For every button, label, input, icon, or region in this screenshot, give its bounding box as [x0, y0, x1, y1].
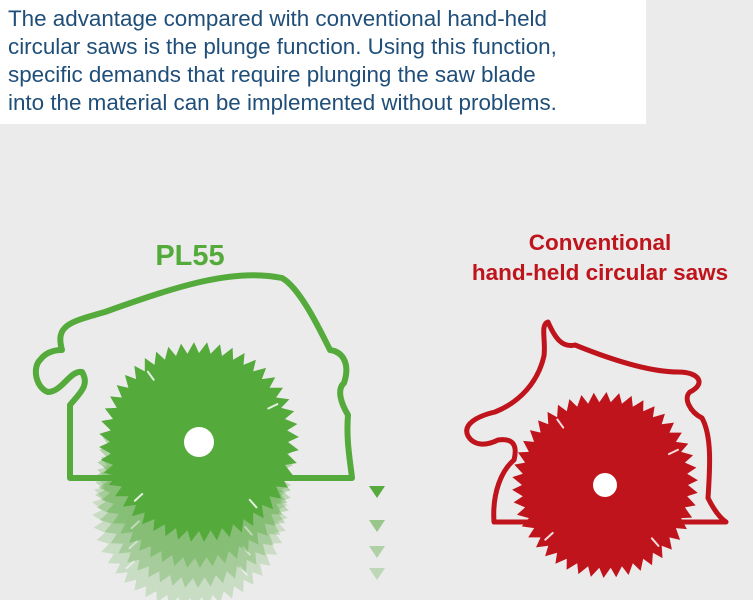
blade-expansion-slot — [667, 448, 679, 456]
intro-text: The advantage compared with conventional… — [8, 6, 557, 115]
arrow-head — [369, 546, 385, 558]
conventional-saw-blade — [512, 392, 698, 578]
blade-expansion-slot — [242, 546, 251, 556]
pl55-label: PL55 — [155, 240, 225, 272]
conventional-label: Conventional hand-held circular saws — [471, 230, 729, 285]
blade-expansion-slot — [267, 403, 279, 410]
arrow-head — [369, 568, 385, 580]
arrow-head — [369, 520, 385, 532]
blade-arbor-hole — [593, 473, 617, 497]
blade-expansion-slot — [248, 498, 258, 509]
pl55-housing-outline — [32, 272, 355, 481]
blade-expansion-slot — [133, 493, 144, 502]
intro-box: The advantage compared with conventional… — [0, 0, 646, 124]
arrow-head — [369, 486, 385, 498]
blade-expansion-slot — [239, 566, 248, 576]
conventional-housing-outline — [464, 319, 729, 525]
blade-expansion-slot — [128, 540, 138, 550]
plunge-arrow-icon — [369, 376, 385, 580]
blade-expansion-slot — [244, 526, 253, 536]
blade-expansion-slot — [125, 560, 135, 570]
blade-expansion-slot — [544, 531, 554, 541]
blade-expansion-slot — [130, 520, 140, 530]
blade-expansion-slot — [650, 537, 660, 547]
blade-expansion-slot — [146, 370, 155, 381]
pl55-saw-blade — [99, 342, 299, 542]
blade-arbor-hole — [184, 427, 214, 457]
blade-expansion-slot — [556, 418, 565, 429]
